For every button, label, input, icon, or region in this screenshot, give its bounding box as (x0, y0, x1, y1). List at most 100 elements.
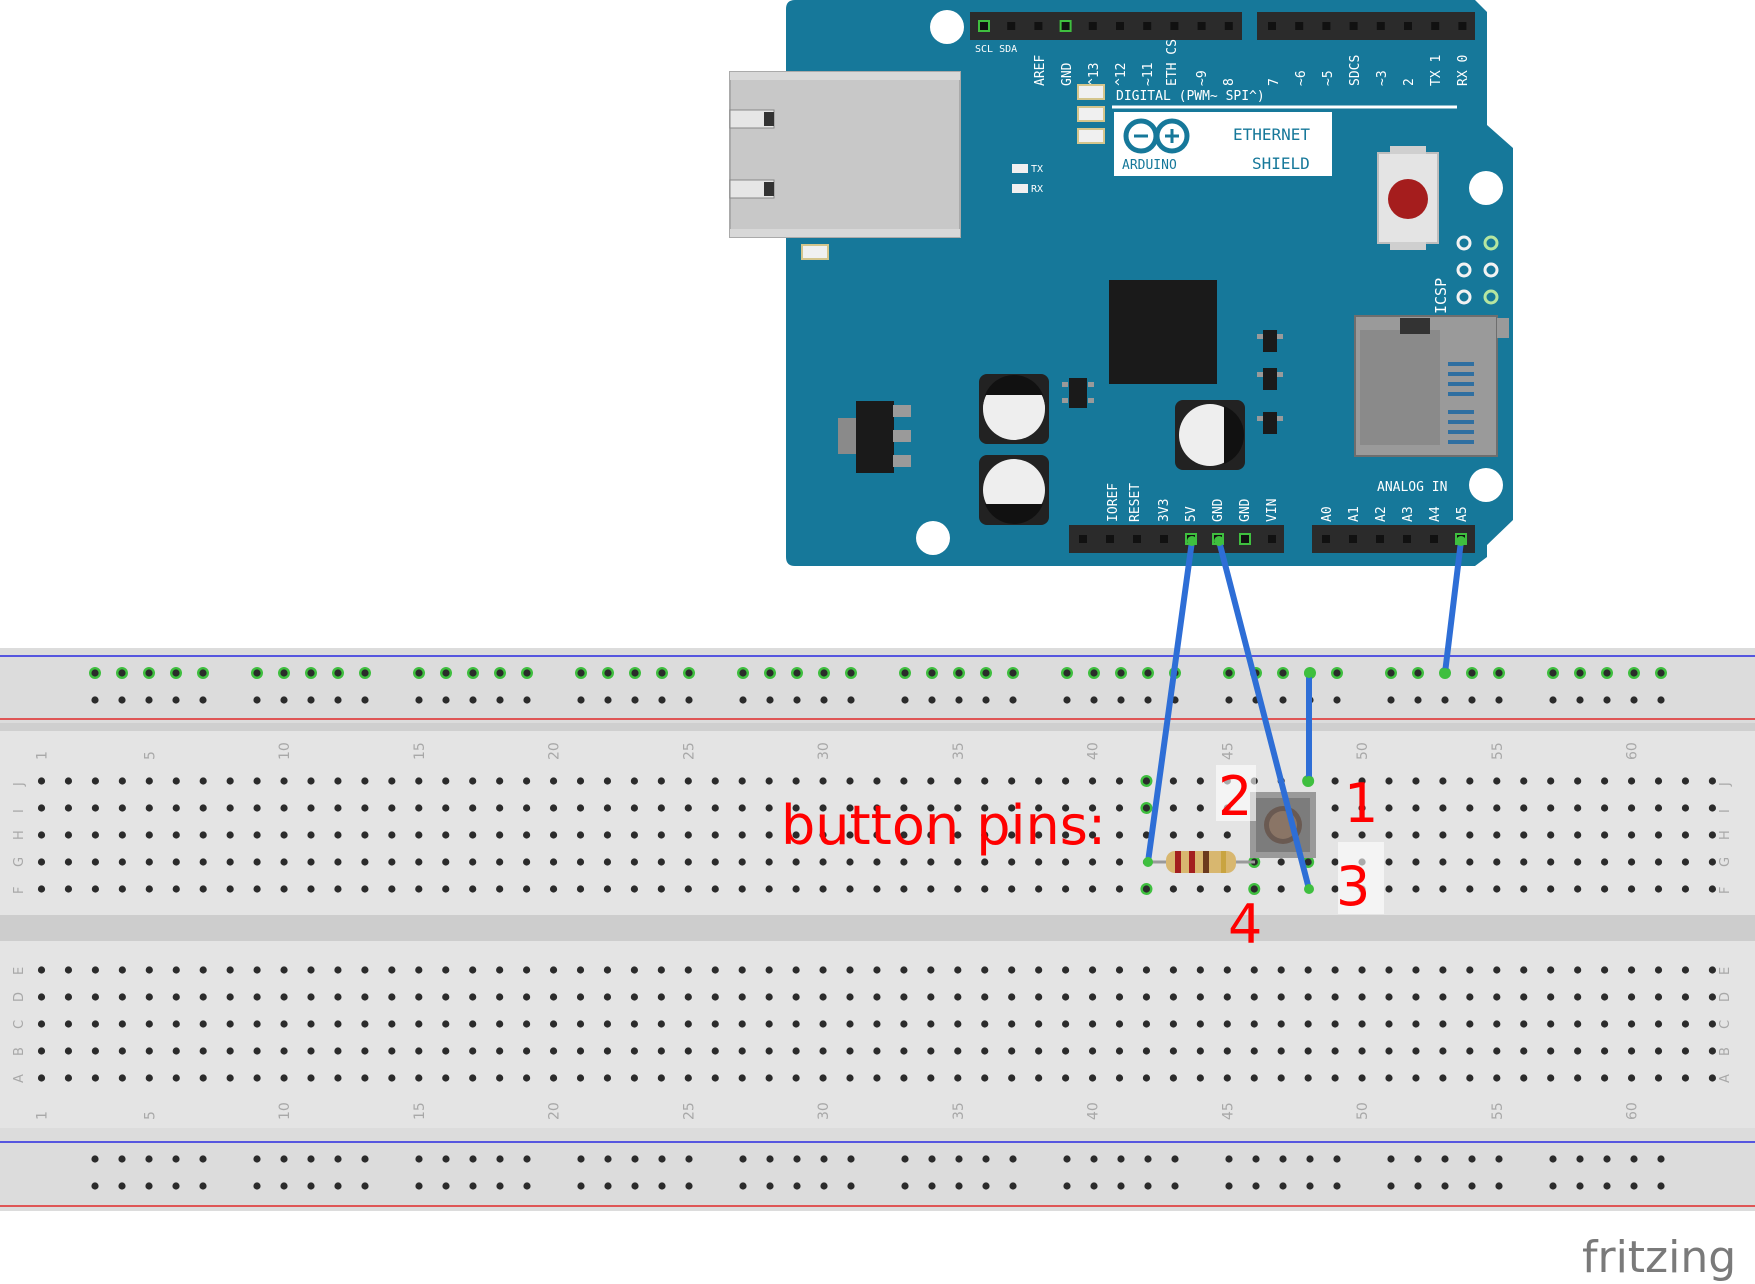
breadboard-hole (172, 777, 180, 785)
rail-hole (1630, 696, 1638, 704)
header-pin (1061, 22, 1070, 30)
rail-hole (1063, 696, 1071, 704)
rail-hole (307, 669, 315, 677)
breadboard-hole (1627, 831, 1636, 839)
breadboard-hole (576, 966, 585, 974)
rail-hole (1252, 1182, 1260, 1190)
breadboard-hole (846, 966, 854, 974)
breadboard-hole (64, 885, 73, 893)
rail-hole (1576, 669, 1584, 677)
rail-hole (928, 1155, 936, 1163)
breadboard-hole (388, 993, 396, 1001)
breadboard-hole (1277, 1020, 1285, 1028)
breadboard-hole (1035, 804, 1043, 812)
pin-label: ~3 (1375, 70, 1390, 86)
rail-hole (469, 669, 477, 677)
breadboard-hole (711, 777, 719, 785)
breadboard-hole (819, 1074, 827, 1082)
breadboard-hole (954, 858, 962, 866)
breadboard-hole (253, 993, 261, 1001)
rail-hole (1117, 1155, 1125, 1163)
rail-hole (685, 1182, 693, 1190)
breadboard-hole (819, 831, 827, 839)
breadboard-hole (1250, 885, 1258, 893)
rail-hole (928, 1182, 936, 1190)
breadboard-hole (1035, 1074, 1043, 1082)
rail-hole (253, 1155, 261, 1163)
rail-hole (766, 696, 774, 704)
rail-hole (253, 696, 261, 704)
breadboard-hole (253, 1047, 261, 1055)
breadboard-hole (819, 777, 827, 785)
breadboard-hole (549, 858, 558, 866)
column-number: 15 (412, 1102, 428, 1120)
column-number: 30 (816, 742, 832, 760)
breadboard-hole (523, 804, 531, 812)
breadboard-hole (549, 804, 558, 812)
breadboard-hole (603, 804, 612, 812)
breadboard-hole (1412, 1020, 1420, 1028)
header-pin (1376, 22, 1385, 30)
rail-hole (1441, 696, 1449, 704)
breadboard-hole (91, 858, 99, 866)
breadboard-hole (172, 804, 180, 812)
breadboard-hole (738, 831, 746, 839)
rail-hole (361, 1182, 369, 1190)
wire-a5-to-rail (1442, 538, 1464, 676)
breadboard-hole (37, 966, 46, 974)
breadboard-hole (523, 858, 531, 866)
breadboard-hole (442, 993, 450, 1001)
row-letter: B (12, 1047, 27, 1056)
breadboard-hole (388, 885, 396, 893)
breadboard-hole (1115, 1047, 1124, 1055)
breadboard-hole (118, 858, 126, 866)
breadboard-hole (91, 966, 99, 974)
header-pin (1295, 22, 1304, 30)
rail-hole (1333, 669, 1341, 677)
rail-hole (1603, 669, 1611, 677)
breadboard-hole (1304, 1047, 1312, 1055)
column-number: 55 (1490, 1102, 1506, 1120)
breadboard-hole (1142, 777, 1151, 785)
row-letter: C (12, 1020, 27, 1029)
breadboard-hole (576, 777, 585, 785)
breadboard-hole (226, 1020, 234, 1028)
breadboard-hole (1466, 831, 1474, 839)
breadboard-hole (1601, 993, 1609, 1001)
breadboard-hole (792, 993, 800, 1001)
breadboard-hole (1385, 993, 1393, 1001)
reset-button (1377, 146, 1439, 250)
breadboard-hole (549, 1020, 558, 1028)
breadboard-hole (1520, 858, 1528, 866)
breadboard-hole (1493, 777, 1501, 785)
breadboard-hole (496, 777, 504, 785)
breadboard-hole (118, 993, 126, 1001)
led (801, 244, 829, 260)
breadboard-hole (1008, 831, 1016, 839)
breadboard-hole (469, 1074, 477, 1082)
icsp-label: ICSP (1432, 278, 1450, 314)
breadboard-hole (1574, 885, 1582, 893)
breadboard-hole (361, 1074, 369, 1082)
breadboard-hole (1250, 1074, 1258, 1082)
rail-hole (604, 1155, 612, 1163)
column-number: 45 (1220, 1102, 1236, 1120)
rail-hole (1414, 1182, 1422, 1190)
breadboard-hole (1601, 804, 1609, 812)
breadboard-hole (846, 1074, 854, 1082)
breadboard-hole (819, 885, 827, 893)
breadboard-hole (1169, 804, 1177, 812)
breadboard-hole (549, 885, 558, 893)
rail-hole (955, 1182, 963, 1190)
rail-hole (577, 696, 585, 704)
rail-hole (199, 669, 207, 677)
rail-hole (1063, 1155, 1071, 1163)
column-number: 10 (277, 1102, 293, 1120)
rail-hole (901, 1155, 909, 1163)
rail-hole (307, 1182, 315, 1190)
column-number: 15 (412, 742, 428, 760)
breadboard-hole (1493, 1047, 1501, 1055)
breadboard-hole (630, 966, 639, 974)
breadboard-hole (172, 966, 180, 974)
pin-label: A5 (1455, 506, 1470, 522)
